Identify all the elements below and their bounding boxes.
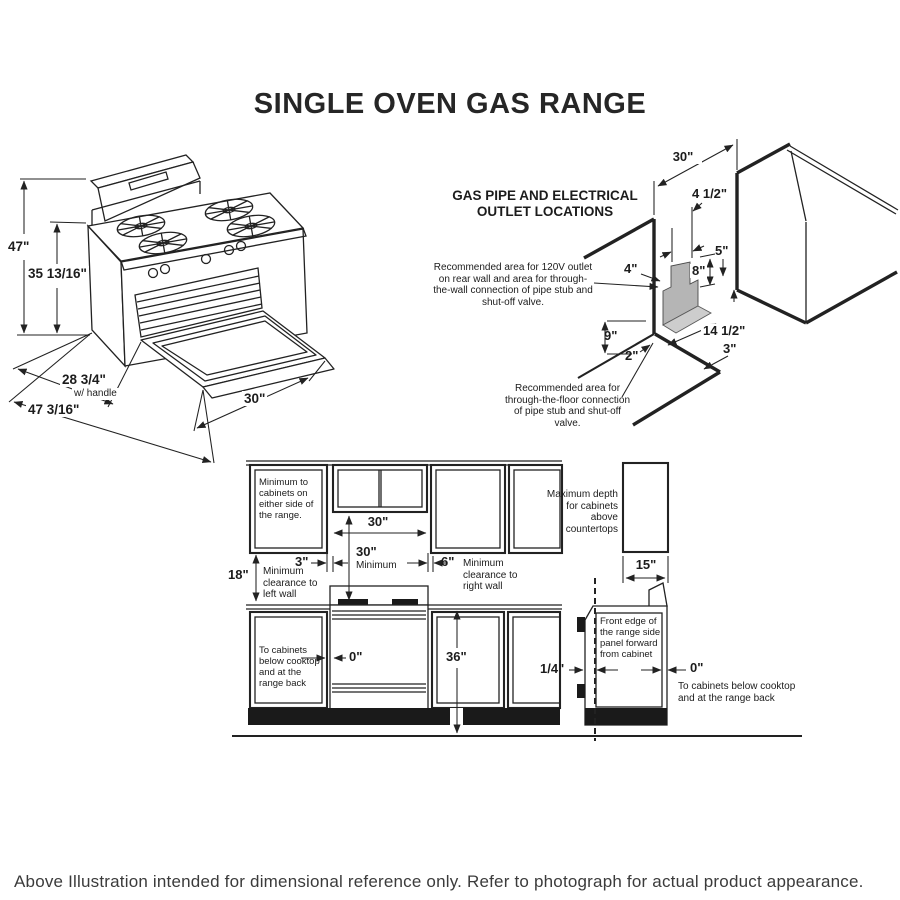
label-upper-cabinet-note: Minimum to cabinets on either side of th… (259, 477, 314, 521)
label-side-zero-note: To cabinets below cooktop and at the ran… (678, 681, 796, 704)
gas-dim-4: 4" (624, 261, 638, 276)
gas-dim-3: 3" (723, 341, 737, 356)
note-wall-outlet: Recommended area for 120V outlet on rear… (433, 262, 593, 308)
label-base-cabinet-note: To cabinets below cooktop and at the ran… (259, 645, 320, 689)
gas-pipe-corner-drawing (577, 139, 899, 427)
front-dim-min-30: 30" (356, 544, 377, 559)
iso-range-drawing (8, 154, 335, 464)
gas-dim-9: 9" (604, 328, 618, 343)
front-dim-min-30-sub: Minimum (356, 560, 397, 571)
footer-disclaimer: Above Illustration intended for dimensio… (14, 872, 864, 891)
gas-dim-8: 8" (690, 263, 708, 278)
label-max-cabinet-depth: Maximum depth for cabinets above counter… (546, 489, 618, 535)
side-dim-quarter: 1/4" (540, 661, 565, 676)
gas-dim-14half: 14 1/2" (701, 323, 748, 338)
dim-depth-handle-note: w/ handle (72, 388, 119, 400)
front-dim-18: 18" (228, 567, 249, 582)
dim-depth-handle: 28 3/4" (60, 372, 108, 387)
gas-dim-30: 30" (664, 150, 702, 164)
front-view-drawing (232, 460, 802, 738)
label-right-wall-clearance: Minimum clearance to right wall (463, 558, 518, 592)
side-dim-15: 15" (635, 557, 657, 572)
front-dim-6: 6" (441, 554, 455, 569)
side-dim-0: 0" (690, 660, 704, 675)
front-dim-3: 3" (295, 554, 309, 569)
side-view-drawing (569, 461, 686, 741)
page-title: SINGLE OVEN GAS RANGE (253, 88, 647, 120)
gas-dim-4half: 4 1/2" (692, 186, 728, 201)
gas-dim-2: 2" (625, 348, 639, 363)
dim-height-cooktop: 35 13/16" (26, 266, 89, 281)
front-dim-36: 36" (444, 649, 469, 664)
label-left-wall-clearance: Minimum clearance to left wall (263, 566, 318, 600)
dim-depth-door-open: 47 3/16" (26, 402, 82, 417)
dim-height-total: 47" (6, 239, 32, 254)
label-front-edge: Front edge of the range side panel forwa… (600, 616, 661, 660)
gas-section-title-line1: GAS PIPE AND ELECTRICAL (452, 188, 638, 203)
gas-dim-5: 5" (715, 243, 729, 258)
gas-section-title-line2: OUTLET LOCATIONS (476, 204, 614, 219)
front-dim-0: 0" (349, 649, 363, 664)
dim-width: 30" (242, 391, 268, 406)
note-floor-connection: Recommended area for through-the-floor c… (504, 383, 631, 429)
front-dim-width-30: 30" (367, 514, 389, 529)
